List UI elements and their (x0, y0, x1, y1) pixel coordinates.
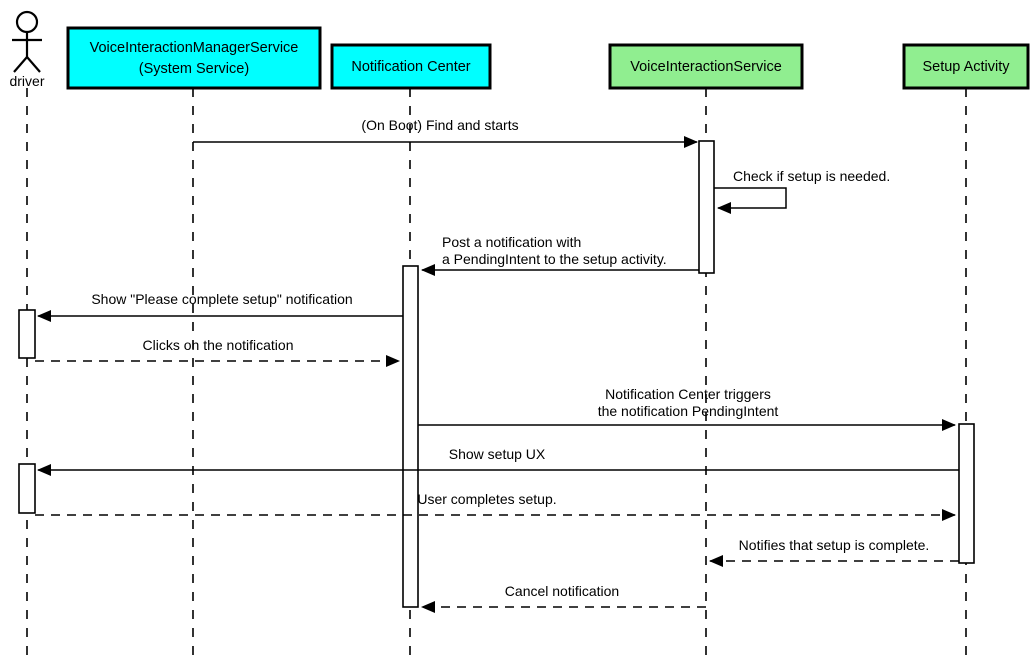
message-label: User completes setup. (417, 491, 556, 507)
message-notifies-that-setup-is-complete[interactable]: Notifies that setup is complete. (709, 537, 959, 567)
message-label: Check if setup is needed. (733, 168, 890, 184)
participant-box-vis[interactable]: VoiceInteractionService (608, 43, 804, 90)
activation-bars (18, 140, 975, 608)
message-clicks-on-the-notification[interactable]: Clicks on the notification (35, 337, 400, 367)
message-show-please-complete-setup-notification[interactable]: Show "Please complete setup" notificatio… (37, 291, 403, 322)
message-label: Notifies that setup is complete. (739, 537, 930, 553)
message-label: Show setup UX (449, 446, 546, 462)
message-label: Clicks on the notification (143, 337, 294, 353)
message-label-line1: Post a notification with (442, 234, 581, 250)
message-self-loop-path (714, 187, 787, 214)
participant-box-setup-activity-rect (902, 43, 1030, 90)
message-post-notification-pendingintent[interactable]: Post a notification with a PendingIntent… (421, 234, 699, 276)
message-label: (On Boot) Find and starts (361, 117, 518, 133)
actor-head-icon (15, 10, 39, 34)
actor-driver[interactable]: driver (9, 10, 45, 89)
message-label: Cancel notification (505, 583, 619, 599)
participant-box-notification-center[interactable]: Notification Center (330, 43, 492, 90)
message-on-boot-find-and-starts[interactable]: (On Boot) Find and starts (193, 117, 698, 148)
message-label-line2: the notification PendingIntent (598, 403, 779, 419)
participant-box-vims-rect (66, 26, 322, 90)
message-label: Show "Please complete setup" notificatio… (91, 291, 352, 307)
message-show-setup-ux[interactable]: Show setup UX (37, 446, 959, 476)
message-notification-center-triggers-pendingintent[interactable]: Notification Center triggers the notific… (418, 386, 956, 431)
message-user-completes-setup[interactable]: User completes setup. (35, 491, 956, 521)
activation-bar-notification-center-1 (402, 265, 419, 608)
participant-box-vims-label-line1: VoiceInteractionManagerService (90, 40, 299, 56)
participant-box-setup-activity[interactable]: Setup Activity (902, 43, 1030, 90)
message-check-if-setup-is-needed[interactable]: Check if setup is needed. (714, 168, 890, 214)
actor-driver-label: driver (9, 73, 44, 89)
participant-box-notification-center-rect (330, 43, 492, 90)
participant-box-vims-label-line2: (System Service) (139, 61, 249, 77)
participant-box-notification-center-label: Notification Center (351, 59, 470, 75)
participant-box-vims[interactable]: VoiceInteractionManagerService (System S… (66, 26, 322, 90)
actor-leg-right-icon (26, 56, 41, 73)
activation-bar-driver-1 (18, 309, 36, 359)
message-cancel-notification[interactable]: Cancel notification (421, 583, 706, 613)
message-label-line2: a PendingIntent to the setup activity. (442, 251, 667, 267)
participant-box-vis-label: VoiceInteractionService (630, 59, 782, 75)
participant-box-setup-activity-label: Setup Activity (922, 59, 1010, 75)
activation-bar-vis-1 (698, 140, 715, 274)
activation-bar-driver-2 (18, 463, 36, 514)
activation-bar-setup-activity-1 (958, 423, 975, 564)
message-label-line1: Notification Center triggers (605, 386, 771, 402)
actor-leg-left-icon (13, 56, 28, 73)
participant-box-vis-rect (608, 43, 804, 90)
